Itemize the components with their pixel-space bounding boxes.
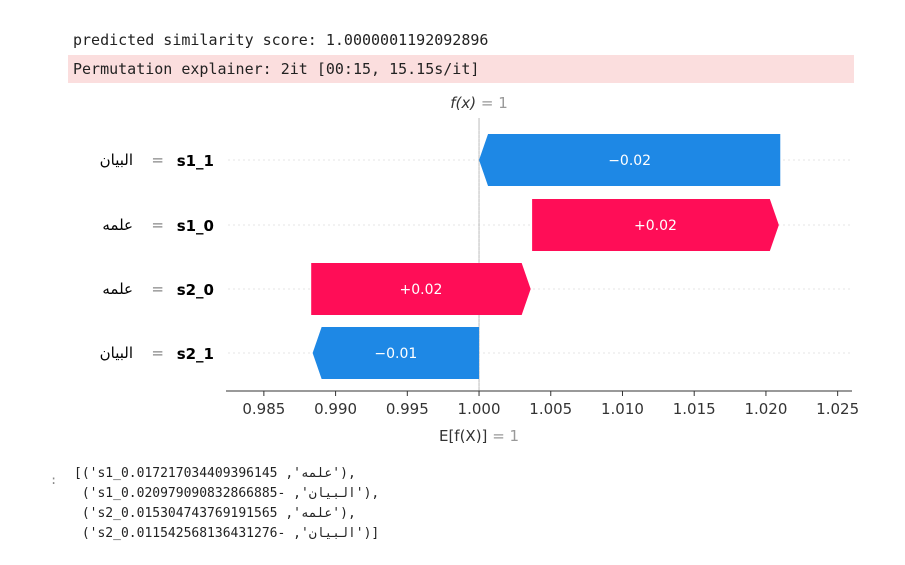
ex-label: E[f(X)] = 1 [439,427,519,445]
x-tick-label: 1.015 [673,400,716,418]
bar-value-label: +0.02 [634,218,677,234]
x-axis-ticks: 0.985 0.990 0.995 1.000 1.005 1.010 1.015 1.020… [242,391,859,418]
feature-name-label: s1_1 [177,152,214,170]
row-gridlines [228,159,852,354]
feature-name-label: s2_1 [177,345,214,363]
feature-labels: s1_1 = البيان s1_0 = علمه s2_0 = علمه s2_1 = البيان [100,151,214,363]
list-line: ('s1_0.020979090832866885- ,'البيان'), [74,486,380,501]
cell-prompt: : [50,473,58,487]
feature-value-label: علمه [102,280,133,298]
waterfall-bars: −0.02 +0.02 +0.02 −0.01 [311,134,781,379]
waterfall-bar-s2_0 [311,263,531,315]
feature-value-label: البيان [100,151,133,169]
ex-name: E[f(X)] [439,427,487,445]
fx-label: f(x) = 1 [450,94,508,112]
bar-value-label: −0.02 [608,153,651,169]
bar-value-label: +0.02 [399,282,442,298]
x-tick-label: 0.990 [314,400,357,418]
stderr-output-box [68,55,854,83]
x-tick-label: 0.995 [386,400,429,418]
similarity-score-output: predicted similarity score: 1.0000001192… [73,31,489,49]
feature-value-label: علمه [102,216,133,234]
feature-equals-sign: = [151,280,164,298]
waterfall-bar-s1_0 [532,199,779,251]
x-tick-label: 1.025 [816,400,859,418]
x-tick-label: 0.985 [242,400,285,418]
fx-name: f(x) [450,94,476,112]
x-tick-label: 1.005 [529,400,572,418]
ex-value: = 1 [487,427,519,445]
waterfall-bar-s1_1 [479,134,781,186]
feature-name-label: s2_0 [177,281,214,299]
waterfall-bar-s2_1 [312,327,480,379]
x-tick-label: 1.000 [458,400,501,418]
list-line: ('s2_0.011542568136431276- ,'البيان')] [74,526,380,541]
list-line: ('s2_0.015304743769191565 ,'علمه'), [74,506,356,521]
fx-value: = 1 [476,94,508,112]
feature-name-label: s1_0 [177,217,214,235]
list-lines: [('s1_0.017217034409396145 ,'علمه'), ('s… [74,464,379,544]
x-tick-label: 1.010 [601,400,644,418]
permutation-progress-text: Permutation explainer: 2it [00:15, 15.15… [73,60,480,78]
x-tick-label: 1.020 [744,400,787,418]
feature-value-label: البيان [100,344,133,362]
shap-waterfall-chart: −0.02 +0.02 +0.02 −0.01 s1_1 = البيان s1_0 = علم… [100,94,860,445]
returned-list-output: : [('s1_0.017217034409396145 ,'علمه'), (… [50,464,379,541]
list-line: [('s1_0.017217034409396145 ,'علمه'), [74,466,356,481]
feature-equals-sign: = [151,151,164,169]
bar-value-label: −0.01 [374,346,417,362]
feature-equals-sign: = [151,216,164,234]
feature-equals-sign: = [151,344,164,362]
